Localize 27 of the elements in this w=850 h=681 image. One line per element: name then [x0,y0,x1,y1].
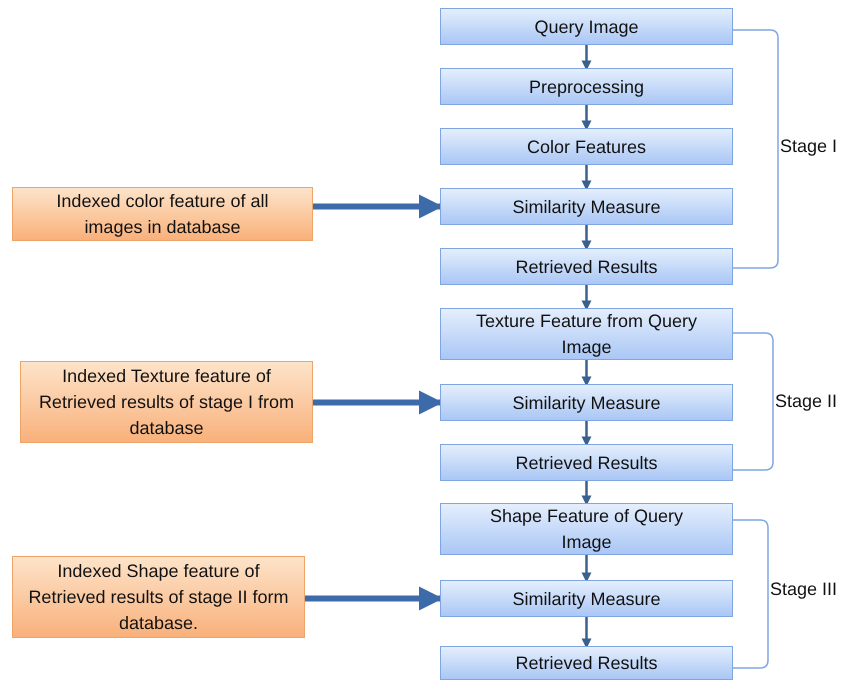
process-box: Retrieved Results [440,248,733,285]
process-box: Retrieved Results [440,646,733,680]
arrow [582,285,592,310]
input-box: Indexed color feature of all images in database [12,187,313,241]
stage-label: Stage I [780,136,838,157]
process-box: Texture Feature from Query Image [440,308,733,360]
process-box: Preprocessing [440,68,733,105]
process-box: Similarity Measure [440,384,733,421]
arrow [582,105,592,130]
input-box: Indexed Texture feature of Retrieved results of stage I from database [20,361,313,443]
process-box: Similarity Measure [440,188,733,225]
process-box: Retrieved Results [440,444,733,481]
process-box: Query Image [440,8,733,45]
arrow [582,45,592,70]
arrow [582,421,592,446]
arrow [582,165,592,190]
process-box: Shape Feature of Query Image [440,503,733,555]
stage-label: Stage II [775,391,838,412]
process-box: Similarity Measure [440,580,733,617]
arrow [582,555,592,582]
arrow [582,225,592,250]
arrow [582,481,592,506]
process-box: Color Features [440,128,733,165]
stage-label: Stage III [770,579,838,600]
arrow [582,617,592,648]
input-box: Indexed Shape feature of Retrieved results of stage II form database. [12,556,305,638]
arrow [582,360,592,386]
